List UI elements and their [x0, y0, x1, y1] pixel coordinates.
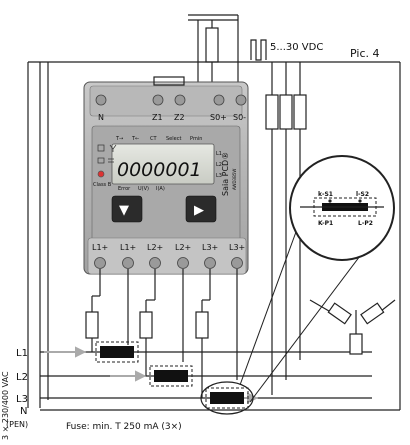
z-bridge	[153, 76, 185, 86]
lcd-phase-l2: L2	[216, 162, 222, 168]
line-l2-label: L2	[16, 372, 28, 383]
supply-voltage-label: 3 × 230/400 VAC	[1, 371, 10, 440]
bottom-terminals	[94, 257, 243, 269]
bottom-terminal-label: L3+	[229, 243, 245, 252]
right-fuse-lines	[27, 61, 310, 408]
down-button-label: ▼	[119, 203, 129, 218]
lcd-flag: U(V)	[138, 186, 149, 192]
top-terminals	[95, 94, 247, 106]
model-label: AWD3B5W	[232, 169, 237, 190]
ct-detail-magnifier	[239, 155, 395, 403]
ct-l-s2: l-S2	[356, 191, 369, 198]
top-terminal-z2: Z2	[174, 113, 185, 122]
status-icons	[97, 144, 117, 178]
lcd-flag: Error	[118, 186, 131, 192]
energy-meter: N Z1 Z2 S0+ S0- T→ T← CT Select Pmin Err…	[83, 76, 249, 275]
lcd-flag: T←	[131, 136, 139, 142]
lcd-flag: Pmin	[190, 136, 202, 142]
bottom-terminal-label: L1+	[120, 243, 136, 252]
top-terminal-s0plus: S0+	[210, 113, 227, 122]
figure-label: Pic. 4	[350, 47, 380, 60]
lcd-flag: I(A)	[156, 186, 165, 192]
ct-k-s1: k-S1	[318, 191, 333, 198]
three-phase-load	[309, 299, 396, 355]
brand-label: Saia PCD®	[221, 152, 230, 196]
down-button[interactable]	[111, 195, 143, 223]
lcd-value: 0000001	[117, 159, 202, 181]
line-l1-label: L1	[16, 348, 28, 359]
top-terminal-n: N	[98, 113, 104, 122]
bottom-terminal-label: L2+	[175, 243, 191, 252]
line-n-label: N	[20, 406, 27, 417]
lcd-flag: Select	[166, 136, 181, 142]
left-supply-lines	[39, 62, 49, 408]
top-terminal-s0minus: S0-	[233, 113, 246, 122]
right-button[interactable]	[185, 195, 217, 223]
lcd-phase-l3: L3	[216, 173, 222, 179]
lcd-phase-l1: L1	[216, 151, 222, 157]
voltage-label: 5...30 VDC	[270, 42, 323, 53]
bottom-wiring	[85, 269, 238, 398]
line-l3-label: L3	[16, 394, 28, 405]
lcd-display	[111, 143, 215, 185]
ct-l-p2: L-P2	[358, 220, 373, 227]
top-terminal-z1: Z1	[152, 113, 163, 122]
current-transformers	[95, 341, 254, 415]
bottom-terminal-label: L3+	[202, 243, 218, 252]
fuse-note: Fuse: min. T 250 mA (3×)	[66, 422, 182, 432]
lcd-flag: T→	[115, 136, 123, 142]
lcd-flag: CT	[150, 136, 157, 142]
right-button-label: ▶	[194, 203, 204, 218]
pen-label: (PEN)	[6, 420, 28, 429]
class-label: Class B	[93, 182, 112, 188]
ct-k-p1: K-P1	[318, 220, 333, 227]
bottom-terminal-label: L1+	[92, 243, 108, 252]
bottom-terminal-label: L2+	[147, 243, 163, 252]
phase-lines	[40, 61, 401, 411]
